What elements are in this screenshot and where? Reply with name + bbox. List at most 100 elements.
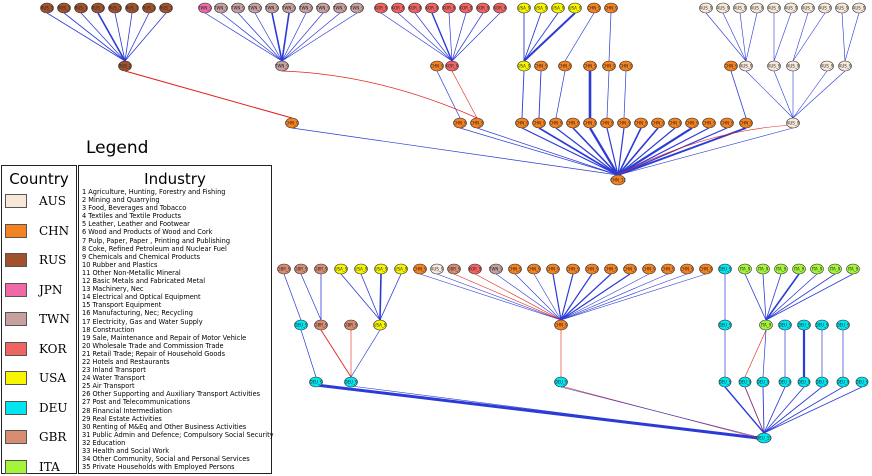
svg-text:CHN_9: CHN_9: [619, 64, 633, 69]
graph-node: CHN_9: [680, 263, 694, 275]
graph-node: GBR_9: [277, 263, 291, 275]
svg-text:CHN_9: CHN_9: [515, 121, 529, 126]
graph-edge: [538, 70, 542, 119]
svg-text:KOR_9: KOR_9: [494, 6, 507, 11]
graph-node: TWN_9: [298, 2, 313, 14]
svg-text:CHN_9: CHN_9: [604, 6, 618, 11]
graph-node: DEU_9: [797, 319, 811, 331]
graph-node: USA_9: [568, 2, 582, 14]
graph-node: DEU_9: [836, 376, 850, 388]
graph-node: CHN_9: [642, 263, 656, 275]
svg-text:RUS_1: RUS_1: [160, 6, 173, 11]
graph-edge: [617, 127, 794, 176]
svg-text:DEU_9: DEU_9: [294, 323, 308, 328]
industry-legend-item: 24 Water Transport: [82, 374, 146, 383]
graph-edge: [281, 12, 341, 62]
graph-node: TWN_9: [247, 2, 262, 14]
svg-text:AUS_9: AUS_9: [819, 6, 832, 11]
country-swatch: [5, 282, 27, 297]
graph-edge: [773, 70, 794, 119]
graph-node: CHN_9: [702, 117, 716, 129]
svg-text:USA_9: USA_9: [552, 6, 565, 11]
graph-node: ITA_9: [774, 263, 788, 275]
graph-edge: [744, 386, 765, 434]
svg-text:RUS_1: RUS_1: [92, 6, 105, 11]
graph-edge: [360, 273, 381, 321]
graph-node: USA_9: [517, 2, 531, 14]
industry-legend-item: 25 Air Transport: [82, 382, 135, 391]
graph-edge: [254, 12, 283, 62]
svg-text:DEU_9: DEU_9: [836, 323, 850, 328]
svg-text:AUS_9: AUS_9: [853, 6, 866, 11]
industry-legend-item: 8 Coke, Refined Petroleum and Nuclear Fu…: [82, 244, 227, 253]
graph-edge: [521, 127, 619, 176]
graph-node: TWN_9: [488, 263, 503, 275]
svg-text:CHN_12: CHN_12: [610, 178, 626, 183]
graph-node: DEU_9: [309, 376, 323, 388]
svg-text:AUS_9: AUS_9: [751, 6, 764, 11]
graph-edge: [380, 12, 453, 62]
svg-text:AUS_9: AUS_9: [787, 64, 800, 69]
svg-text:DEU_9: DEU_9: [855, 380, 869, 385]
graph-node: GBR_9: [314, 319, 328, 331]
svg-text:CHN_9: CHN_9: [602, 64, 616, 69]
industry-legend-item: 17 Electricity, Gas and Water Supply: [82, 317, 203, 326]
industry-legend-item: 11 Other Non-Metallic Mineral: [82, 268, 181, 277]
graph-edge: [281, 12, 358, 62]
svg-text:GBR_9: GBR_9: [447, 267, 461, 272]
svg-text:AUS_9: AUS_9: [768, 6, 781, 11]
graph-node: CHN_9: [720, 117, 734, 129]
svg-text:DEU_9: DEU_9: [309, 380, 323, 385]
svg-text:USA_9: USA_9: [535, 6, 548, 11]
graph-edge: [451, 12, 501, 62]
svg-text:USA_9: USA_9: [395, 267, 408, 272]
graph-edge: [844, 12, 860, 62]
svg-text:RUS_1: RUS_1: [58, 6, 71, 11]
graph-edge: [474, 273, 562, 321]
graph-edge: [744, 273, 767, 321]
svg-text:CHN_9: CHN_9: [583, 121, 597, 126]
industry-legend-item: 15 Transport Equipment: [82, 301, 162, 310]
industry-list: 1 Agriculture, Hunting, Forestry and Fis…: [82, 188, 274, 471]
graph-node: CHN_9: [604, 2, 618, 14]
country-code: DEU: [39, 400, 68, 415]
graph-node: CHN_9: [430, 60, 444, 72]
industry-legend-item: 22 Hotels and Restaurants: [82, 357, 170, 366]
graph-edge: [745, 70, 794, 119]
graph-edge: [514, 273, 562, 321]
graph-edge: [617, 127, 693, 176]
graph-node: KOR_9: [442, 2, 456, 14]
graph-edge: [765, 273, 800, 321]
svg-text:USA_9: USA_9: [335, 267, 348, 272]
svg-text:CHN_9: CHN_9: [600, 121, 614, 126]
svg-text:DEU_9: DEU_9: [554, 380, 568, 385]
graph-edge: [271, 12, 283, 62]
country-code: ITA: [39, 459, 60, 474]
svg-text:KOR_9: KOR_9: [446, 64, 459, 69]
graph-node: TWN_9: [281, 2, 296, 14]
country-swatch: [5, 371, 27, 385]
graph-edge: [617, 127, 728, 176]
graph-edge: [220, 12, 283, 62]
graph-edge: [291, 127, 619, 176]
svg-text:CHN_9: CHN_9: [532, 121, 546, 126]
industry-legend-item: 14 Electrical and Optical Equipment: [82, 293, 201, 302]
graph-node: USA_9: [354, 263, 368, 275]
graph-node: CHN_9: [566, 263, 580, 275]
graph-node: GBR_9: [447, 263, 461, 275]
graph-node: CHN_9: [602, 60, 616, 72]
graph-edge: [124, 70, 293, 119]
graph-node: CHN_9: [724, 60, 738, 72]
graph-node: KOR_9: [476, 2, 490, 14]
graph-edge: [281, 70, 478, 119]
graph-edge: [763, 386, 844, 434]
svg-text:CHN_9: CHN_9: [285, 121, 299, 126]
graph-edge: [606, 127, 619, 176]
industry-legend-item: 20 Wholesale Trade and Commission Trade: [82, 341, 224, 350]
graph-node: TWN_9: [349, 2, 364, 14]
graph-edge: [762, 386, 765, 434]
graph-node: CHN_9: [453, 117, 467, 129]
svg-text:DEU_9: DEU_9: [797, 323, 811, 328]
graph-node: CHN_9: [470, 117, 484, 129]
graph-node: CHN_9: [587, 2, 601, 14]
